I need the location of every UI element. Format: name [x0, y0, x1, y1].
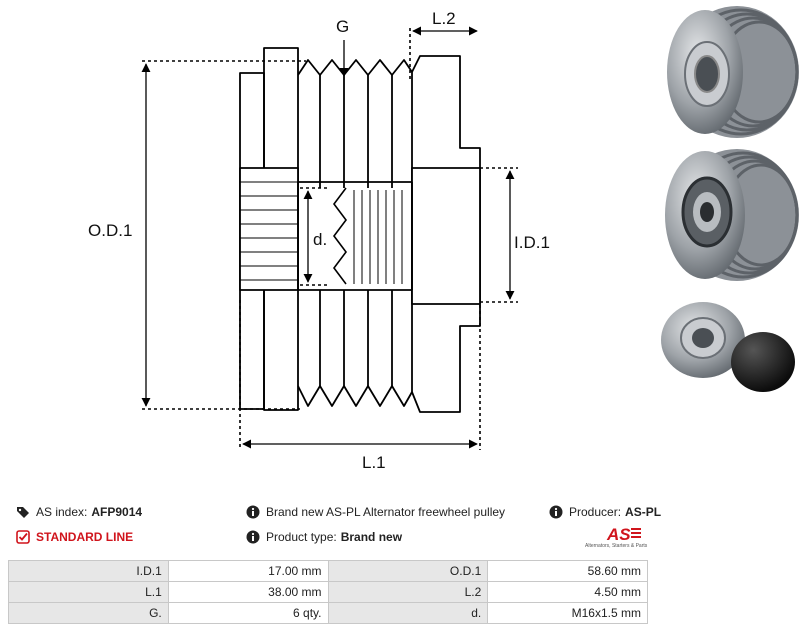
as-pl-logo: AS Alternators, Starters & Parts	[585, 523, 650, 553]
spec-key: L.2	[327, 581, 489, 603]
svg-text:AS: AS	[606, 525, 631, 544]
spec-key: L.1	[8, 581, 169, 603]
as-logo-mark: AS	[606, 525, 641, 544]
spec-value: 17.00 mm	[167, 560, 329, 582]
spec-value: 38.00 mm	[167, 581, 329, 603]
spec-key: d.	[327, 602, 489, 624]
info-icon	[246, 505, 260, 519]
logo-subtitle: Alternators, Starters & Parts	[585, 543, 648, 549]
spec-value: M16x1.5 mm	[487, 602, 648, 624]
as-index-label: AS index:	[36, 505, 88, 519]
thread	[333, 187, 403, 285]
producer-value: AS-PL	[625, 505, 662, 519]
description-text: Brand new AS-PL Alternator freewheel pul…	[266, 505, 506, 519]
label-g: G	[336, 17, 349, 36]
checkbox-checked-icon	[16, 530, 30, 544]
pulley-front-photo	[667, 6, 799, 138]
producer: Producer: AS-PL	[549, 505, 661, 519]
pulley-technical-drawing: G L.2 O.D.1 d. I.D.1 L.1	[88, 9, 550, 472]
description: Brand new AS-PL Alternator freewheel pul…	[246, 505, 505, 519]
product-type-label: Product type:	[266, 530, 337, 544]
label-d: d.	[313, 230, 327, 249]
pulley-with-cap-photo	[661, 302, 795, 392]
as-index-value: AFP9014	[91, 505, 143, 519]
hub-left	[239, 167, 299, 291]
table-row: G.6 qty.d.M16x1.5 mm	[8, 602, 648, 624]
hub-right	[411, 167, 481, 305]
spec-key: O.D.1	[327, 560, 489, 582]
standard-line: STANDARD LINE	[16, 530, 133, 544]
lower-grooves	[297, 385, 413, 407]
info-icon	[246, 530, 260, 544]
spec-value: 4.50 mm	[487, 581, 648, 603]
groove-lines	[319, 75, 393, 386]
label-l2: L.2	[432, 9, 456, 28]
product-info: AS index: AFP9014 Brand new AS-PL Altern…	[0, 500, 800, 560]
spec-key: I.D.1	[8, 560, 169, 582]
info-icon	[549, 505, 563, 519]
pulley-rear-photo	[665, 149, 799, 281]
producer-label: Producer:	[569, 505, 622, 519]
standard-line-text: STANDARD LINE	[36, 530, 134, 544]
extension-lines	[142, 28, 518, 450]
tags-icon	[17, 507, 29, 518]
as-index: AS index: AFP9014	[16, 505, 142, 519]
label-od1: O.D.1	[88, 221, 132, 240]
product-type-value: Brand new	[340, 530, 403, 544]
label-id1: I.D.1	[514, 233, 550, 252]
spec-value: 58.60 mm	[487, 560, 648, 582]
spec-value: 6 qty.	[167, 602, 329, 624]
product-photos	[661, 6, 799, 392]
spline-lines	[240, 181, 298, 281]
label-l1: L.1	[362, 453, 386, 472]
upper-grooves	[297, 59, 413, 76]
spec-key: G.	[8, 602, 169, 624]
product-type: Product type: Brand new	[246, 530, 402, 544]
